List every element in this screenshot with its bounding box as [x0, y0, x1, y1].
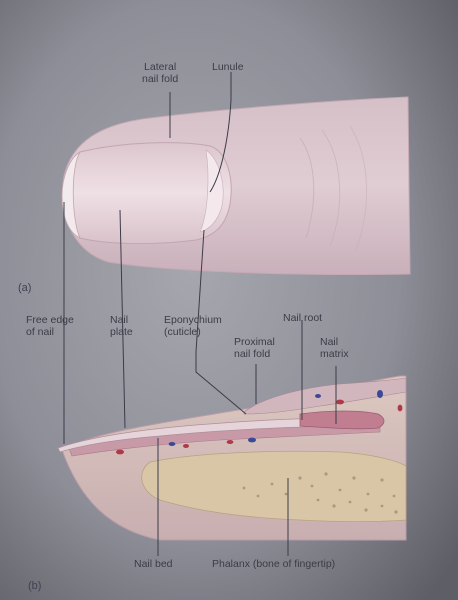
- label-nail-bed: Nail bed: [134, 558, 173, 570]
- label-phalanx: Phalanx (bone of fingertip): [212, 558, 336, 570]
- leader-eponychium: [195, 229, 247, 415]
- lunule-shape: [199, 149, 224, 233]
- proximal-nail-fold-shape: [243, 377, 407, 415]
- leader-lines: [63, 72, 337, 556]
- phalanx-bone: [141, 450, 407, 522]
- panel-a-tag: (a): [18, 282, 32, 294]
- label-free-edge: Free edge of nail: [26, 314, 74, 338]
- panel-b-tag: (b): [28, 580, 42, 592]
- leader-nail-plate: [119, 209, 126, 429]
- finger-top-view: [61, 96, 411, 275]
- label-proximal-nail-fold: Proximal nail fold: [234, 336, 275, 360]
- leader-lunule: [209, 72, 232, 193]
- nail-matrix-shape: [299, 410, 385, 430]
- nail-cross-section: [57, 375, 407, 541]
- bone-texture: [242, 472, 398, 514]
- label-nail-matrix: Nail matrix: [320, 336, 349, 360]
- free-edge-top: [61, 151, 81, 239]
- label-lateral-nail-fold: Lateral nail fold: [142, 61, 179, 85]
- label-lunule: Lunule: [212, 61, 244, 73]
- label-eponychium: Eponychium (cuticle): [164, 314, 222, 338]
- label-nail-root: Nail root: [283, 312, 323, 324]
- blood-vessels: [116, 390, 403, 455]
- label-nail-plate: Nail plate: [110, 314, 133, 338]
